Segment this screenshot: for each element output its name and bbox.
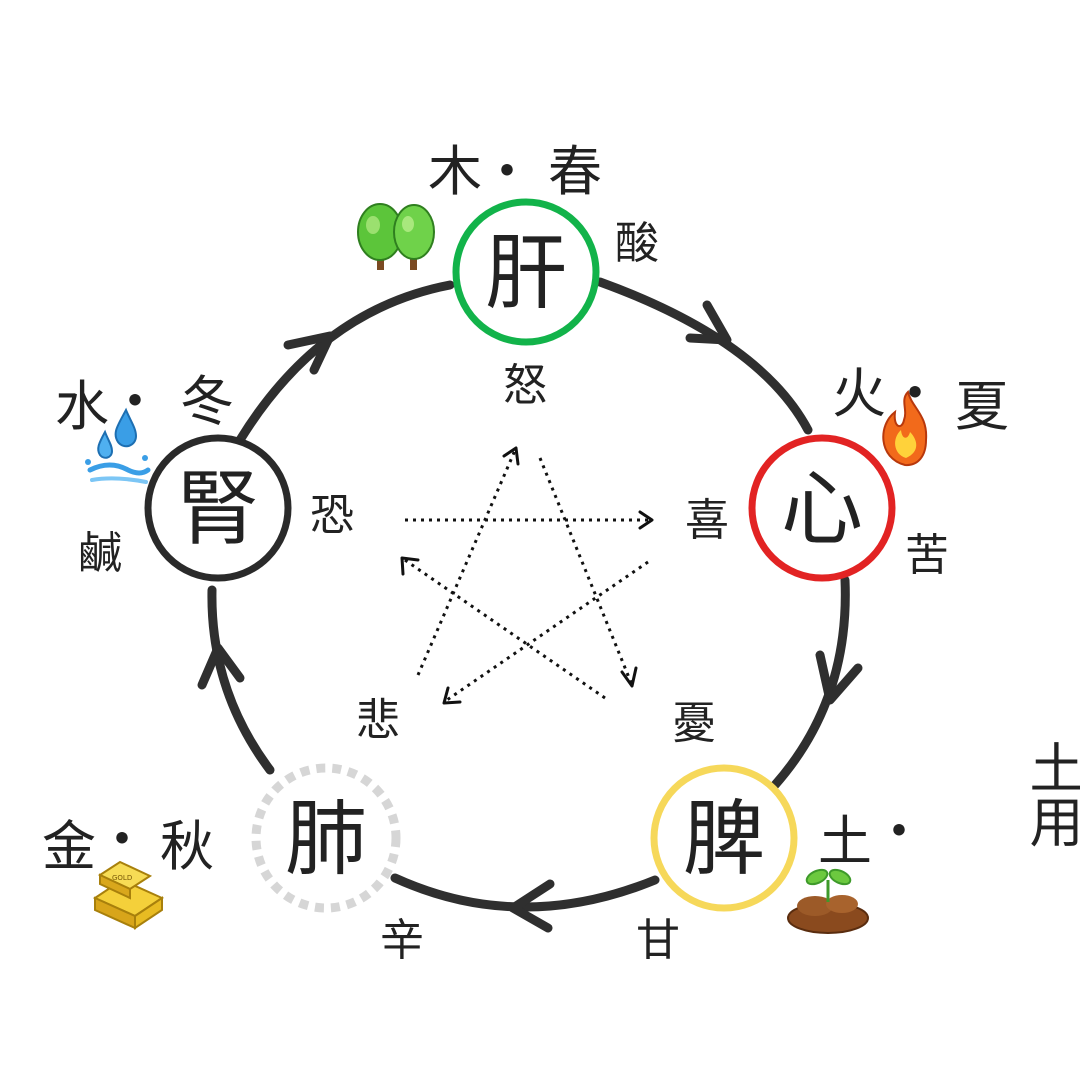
kidney-circle (144, 434, 292, 582)
element-metal: 金 (42, 815, 96, 878)
taste-water: 鹹 (78, 528, 122, 579)
season-earth-line: 土用 (975, 740, 1080, 847)
element-earth: 土 (818, 810, 872, 873)
element-fire: 火 (832, 362, 886, 425)
water-drop-icon (85, 407, 151, 484)
organ-kidney: 腎 (177, 462, 259, 557)
season-metal: 秋 (160, 815, 214, 878)
emotion-earth: 憂 (672, 698, 716, 749)
separator-wood: ・ (480, 140, 534, 203)
star-head-2 (442, 686, 462, 705)
control-star (400, 446, 654, 705)
separator-metal: ・ (95, 808, 149, 871)
gold-bar-label: GOLD (112, 874, 132, 882)
star-line-5 (416, 447, 518, 676)
cycle-arrow-liver-heart (685, 300, 732, 345)
emotion-wood: 怒 (503, 360, 547, 411)
taste-earth: 甘 (636, 915, 680, 966)
star-head-1 (620, 666, 638, 688)
lung-circle (251, 763, 401, 913)
season-wood: 春 (548, 140, 602, 203)
taste-fire: 苦 (905, 530, 949, 581)
star-line-2 (443, 560, 649, 704)
element-water: 水 (55, 375, 109, 438)
earth-label: 土 ・ 土用 (818, 740, 1080, 873)
star-line-1 (538, 457, 634, 686)
organ-heart: 心 (781, 462, 863, 557)
cycle-arc-kidney-liver (235, 280, 455, 445)
wood-label: 木 ・ 春 (428, 140, 602, 203)
separator-water: ・ (108, 370, 162, 433)
star-head-3 (400, 556, 420, 576)
season-water: 冬 (180, 370, 234, 433)
metal-label: 金 ・ 秋 (42, 808, 214, 878)
spleen-circle (650, 764, 798, 912)
cycle-arrow-kidney-liver (283, 331, 335, 375)
season-fire: 夏 (955, 375, 1009, 438)
emotion-metal: 悲 (356, 695, 400, 746)
fire-label: 火 ・ 夏 (832, 362, 1009, 438)
cycle-arrow-heart-spleen (815, 650, 863, 705)
star-line-3 (401, 556, 606, 700)
tree-icon (357, 203, 435, 270)
gold-bar-icon: GOLD (92, 860, 165, 930)
water-label: 水 ・ 冬 (55, 370, 234, 438)
flame-icon (882, 390, 928, 467)
star-head-4 (638, 510, 654, 530)
element-wood: 木 (428, 140, 482, 203)
organ-liver: 肝 (485, 226, 567, 321)
emotion-fire: 喜 (685, 495, 729, 546)
liver-circle (452, 198, 600, 346)
taste-wood: 酸 (615, 218, 659, 269)
season-earth: 土用 (975, 740, 1080, 847)
sprout-icon (787, 868, 869, 934)
cycle-arc-heart-spleen (770, 575, 850, 790)
organ-lung: 肺 (285, 792, 367, 887)
separator-earth: ・ (872, 800, 926, 863)
taste-metal: 辛 (380, 915, 424, 966)
organ-spleen: 脾 (683, 792, 765, 887)
cycle-arc-liver-heart (595, 277, 813, 435)
cycle-arrow-lung-kidney (197, 643, 245, 690)
cycle-arc-lung-kidney (207, 585, 275, 775)
generation-cycle (197, 277, 863, 933)
star-head-5 (502, 446, 520, 466)
cycle-arrow-spleen-lung (508, 879, 555, 933)
heart-circle (748, 434, 896, 582)
emotion-water: 恐 (310, 490, 354, 541)
